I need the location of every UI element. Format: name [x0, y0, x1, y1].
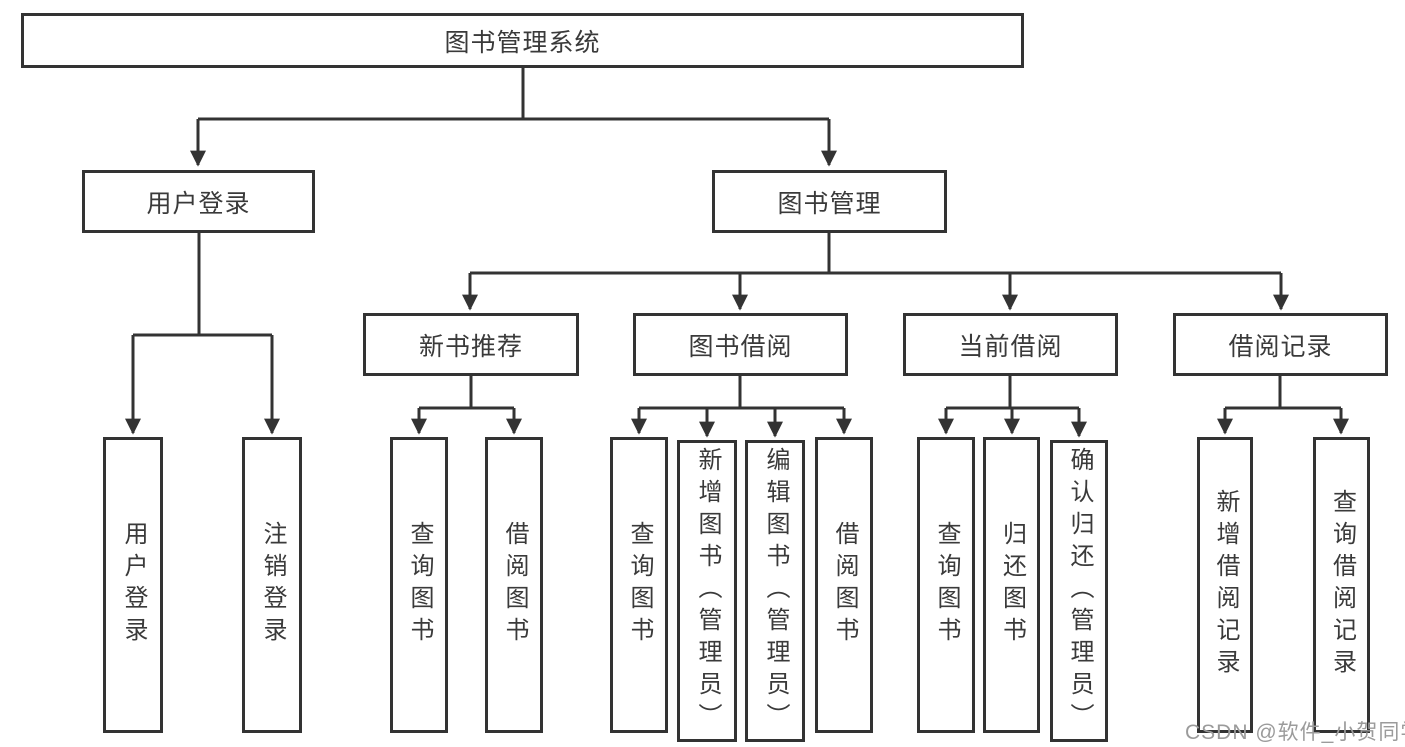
- leaf-return-books: 归还图书: [983, 437, 1040, 733]
- node-system-root: 图书管理系统: [21, 13, 1024, 68]
- leaf-query-books-current: 查询图书: [917, 437, 975, 733]
- node-book-borrowing: 图书借阅: [633, 313, 848, 376]
- new-book-rec-children-connector: [411, 376, 522, 435]
- node-borrowing-records: 借阅记录: [1173, 313, 1388, 376]
- leaf-add-books-admin: 新增图书（管理员）: [677, 440, 737, 742]
- node-new-book-recommendation: 新书推荐: [363, 313, 579, 376]
- user-login-children-connector: [125, 233, 280, 435]
- book-borrow-children-connector: [631, 376, 852, 438]
- leaf-logout: 注销登录: [242, 437, 302, 733]
- borrow-record-children-connector: [1217, 376, 1349, 435]
- current-borrow-children-connector: [938, 376, 1087, 438]
- leaf-add-borrow-record: 新增借阅记录: [1197, 437, 1253, 733]
- leaf-borrow-books-borrow: 借阅图书: [815, 437, 873, 733]
- node-book-management: 图书管理: [712, 170, 947, 233]
- csdn-watermark: CSDN @软件_小贺同学: [1185, 721, 1405, 744]
- leaf-confirm-return-admin: 确认归还（管理员）: [1050, 440, 1108, 742]
- leaf-query-books-borrow: 查询图书: [610, 437, 668, 733]
- leaf-edit-books-admin: 编辑图书（管理员）: [745, 440, 805, 742]
- book-mgmt-children-connector: [462, 233, 1289, 311]
- leaf-query-books-rec: 查询图书: [390, 437, 448, 733]
- leaf-query-borrow-record: 查询借阅记录: [1313, 437, 1370, 733]
- node-user-login: 用户登录: [82, 170, 315, 233]
- node-current-borrowing: 当前借阅: [903, 313, 1118, 376]
- leaf-borrow-books-rec: 借阅图书: [485, 437, 543, 733]
- leaf-user-login: 用户登录: [103, 437, 163, 733]
- root-to-level2-connector: [190, 68, 837, 167]
